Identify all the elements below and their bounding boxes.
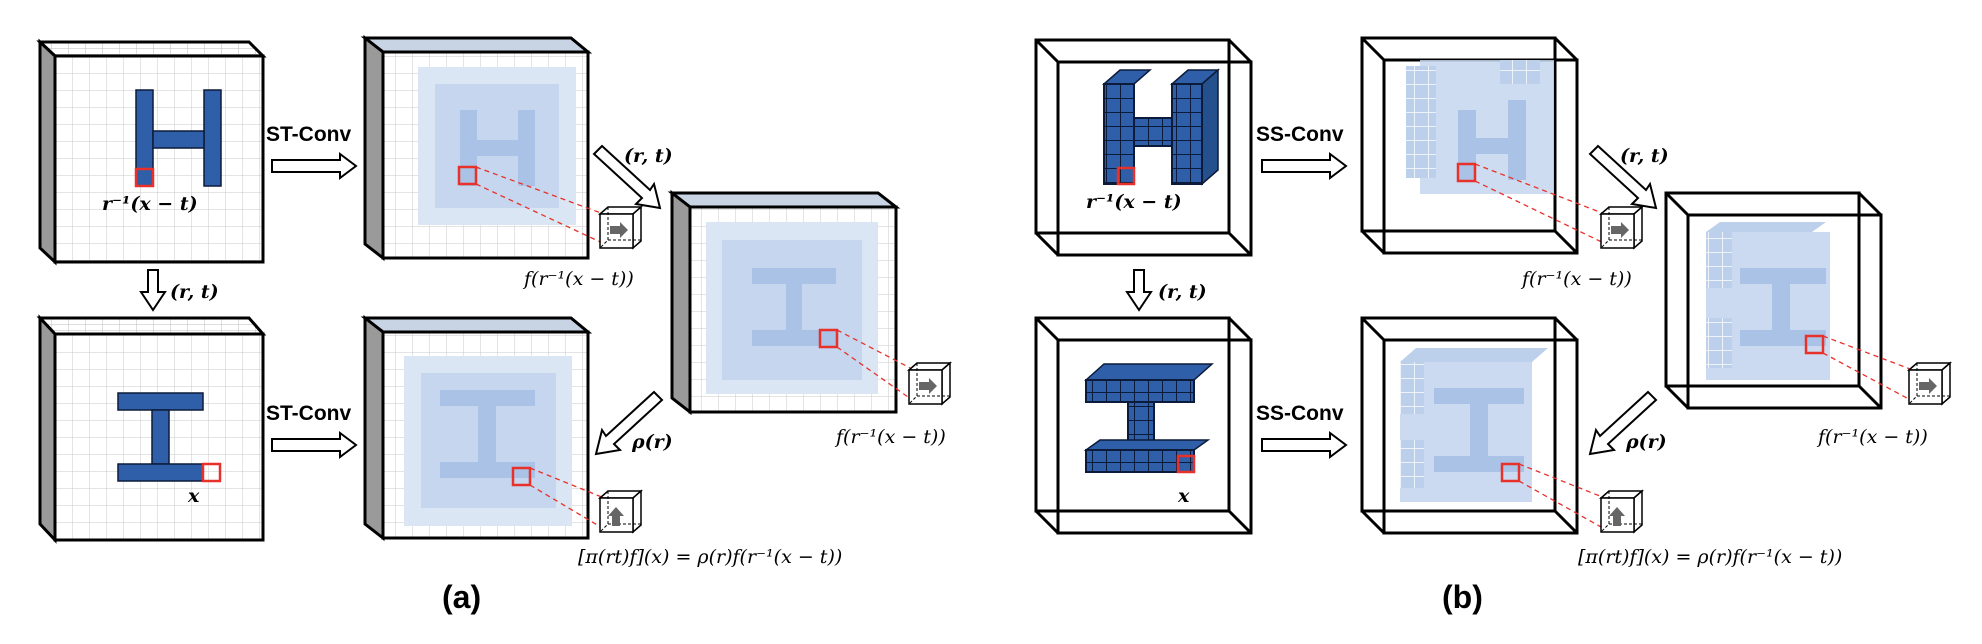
i-voxels	[1083, 363, 1214, 474]
feature-highlight-top-a	[457, 165, 478, 186]
light-h-features	[1406, 60, 1644, 250]
feature-top-label: f(r⁻¹(x − t))	[522, 268, 634, 290]
output-highlight-voxel-b	[1176, 454, 1196, 474]
transform-down-label: (r, t)	[170, 281, 219, 303]
input-highlight-voxel	[134, 167, 155, 188]
wire-feature-volume-rotated	[1664, 191, 1883, 410]
transform-diag-arrow-b	[1588, 144, 1658, 210]
conv-label-top-a: ST-Conv	[266, 123, 351, 146]
feature-highlight-bottom-b	[1500, 462, 1521, 483]
feature-mid-label: f(r⁻¹(x − t))	[834, 426, 946, 448]
arrow-down-b	[1125, 269, 1153, 312]
feature-highlight-mid-b	[1804, 334, 1825, 355]
input-position-label-b: r⁻¹(x − t)	[1086, 191, 1182, 213]
vector-cube-icon	[1907, 361, 1952, 406]
vector-cube-icon	[598, 489, 643, 534]
transform-diag-label-b: (r, t)	[1620, 145, 1669, 167]
equivariance-equation-a: [π(rt)f](x) = ρ(r)f(r⁻¹(x − t))	[578, 546, 842, 568]
panel-label-a: (a)	[442, 579, 481, 615]
vector-cube-icon	[907, 361, 952, 406]
h-voxels	[1102, 68, 1220, 186]
input-highlight-voxel-b	[1116, 166, 1136, 186]
light-i-features	[1400, 348, 1644, 534]
output-highlight-voxel	[201, 462, 222, 483]
vector-cube-icon	[1599, 205, 1644, 250]
panel-a: r⁻¹(x − t) (r, t) x ST-Conv ST-Conv	[36, 34, 952, 615]
wire-feature-volume-h	[1360, 36, 1579, 255]
conv-arrow-top-b	[1261, 152, 1348, 180]
wire-volume-h	[1034, 38, 1253, 257]
wire-feature-volume-i	[1360, 316, 1579, 535]
feature-highlight-bottom-a	[511, 466, 532, 487]
input-volume-i	[36, 314, 267, 544]
output-x-label: x	[187, 485, 200, 507]
wire-volume-i	[1034, 316, 1253, 535]
conv-arrow-top-a	[271, 152, 358, 180]
transform-diag-label-a: (r, t)	[624, 145, 673, 167]
conv-arrow-bottom-a	[271, 431, 358, 459]
conv-label-top-b: SS-Conv	[1256, 123, 1344, 146]
vector-cube-icon	[598, 205, 643, 250]
output-x-label-b: x	[1177, 485, 1190, 507]
transform-down-label-b: (r, t)	[1158, 281, 1207, 303]
feature-highlight-top-b	[1456, 162, 1477, 183]
input-position-label: r⁻¹(x − t)	[102, 193, 198, 215]
feature-mid-label-b: f(r⁻¹(x − t))	[1816, 426, 1928, 448]
feature-top-label-b: f(r⁻¹(x − t))	[1520, 268, 1632, 290]
rho-label-a: ρ(r)	[631, 431, 673, 453]
rho-label-b: ρ(r)	[1625, 431, 1667, 453]
vector-cube-icon	[1599, 489, 1644, 534]
rho-arrow-b	[1588, 390, 1658, 456]
feature-volume-h	[360, 34, 643, 262]
feature-highlight-mid-a	[818, 328, 839, 349]
transform-diag-arrow-a	[592, 144, 662, 210]
panel-b: r⁻¹(x − t) (r, t) x SS-Conv SS-Conv	[1034, 36, 1952, 615]
conv-arrow-bottom-b	[1261, 431, 1348, 459]
rho-arrow-a	[594, 390, 664, 456]
arrow-down-a	[139, 269, 167, 312]
feature-volume-rotated	[667, 189, 952, 416]
input-volume-h	[36, 38, 267, 266]
h-shape	[135, 89, 222, 187]
feature-volume-i	[360, 314, 643, 542]
light-rotated-features	[1706, 222, 1952, 406]
panel-label-b: (b)	[1442, 579, 1483, 615]
conv-label-bottom-b: SS-Conv	[1256, 402, 1344, 425]
equivariance-equation-b: [π(rt)f](x) = ρ(r)f(r⁻¹(x − t))	[1578, 546, 1842, 568]
conv-label-bottom-a: ST-Conv	[266, 402, 351, 425]
